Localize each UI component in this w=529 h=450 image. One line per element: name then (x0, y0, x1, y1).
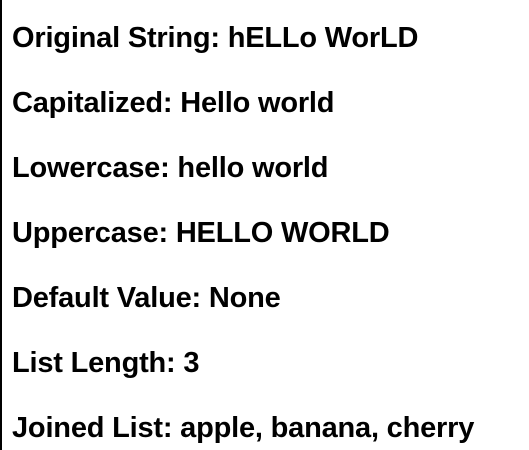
default-value-line: Default Value: None (12, 282, 281, 314)
output-panel: Original String: hELLo WorLD Capitalized… (12, 20, 527, 447)
capitalized-line: Capitalized: Hello world (12, 87, 335, 119)
uppercase-line: Uppercase: HELLO WORLD (12, 217, 390, 249)
list-length-line: List Length: 3 (12, 347, 200, 379)
lowercase-line: Lowercase: hello world (12, 152, 329, 184)
left-border (0, 0, 2, 450)
joined-list-line: Joined List: apple, banana, cherry (12, 412, 475, 444)
original-string-line: Original String: hELLo WorLD (12, 22, 419, 54)
